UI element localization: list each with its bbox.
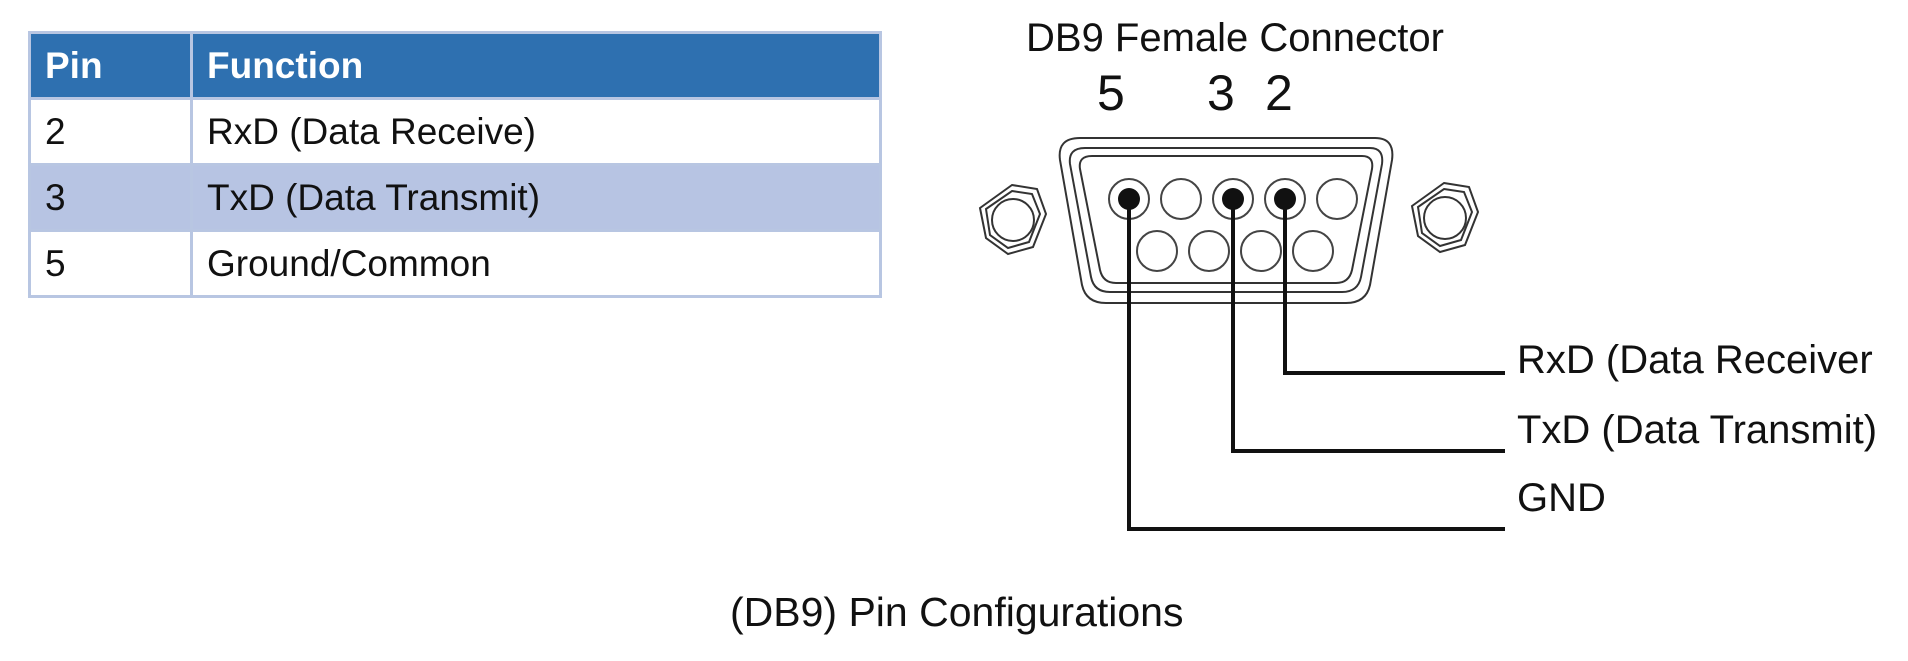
pin-hole-6 (1292, 230, 1334, 272)
table-row: 5 Ground/Common (28, 229, 882, 298)
lead-line-txd (1231, 199, 1505, 453)
signal-label-txd: TxD (Data Transmit) (1517, 408, 1878, 452)
cell-function: RxD (Data Receive) (190, 97, 882, 166)
pin-holes-bottom-row (1136, 230, 1334, 272)
signal-label-rxd: RxD (Data Receiver (1517, 338, 1873, 382)
pin-hole-1 (1316, 178, 1358, 220)
cell-function: TxD (Data Transmit) (190, 163, 882, 232)
header-pin: Pin (28, 31, 193, 100)
figure-caption: (DB9) Pin Configurations (730, 589, 1184, 635)
pin-hole-8 (1188, 230, 1230, 272)
table-row: 3 TxD (Data Transmit) (28, 163, 882, 232)
header-function: Function (190, 31, 882, 100)
pin-hole-7 (1240, 230, 1282, 272)
table-header-row: Pin Function (28, 31, 882, 100)
pin-function-table: Pin Function 2 RxD (Data Receive) 3 TxD … (28, 31, 882, 298)
connector-title: DB9 Female Connector (1026, 16, 1444, 60)
table-row: 2 RxD (Data Receive) (28, 97, 882, 166)
connector-shell (1058, 137, 1394, 304)
pin-number-label: 3 (1207, 65, 1235, 121)
pin-number-label: 2 (1265, 65, 1293, 121)
cell-pin: 3 (28, 163, 193, 232)
cell-pin: 5 (28, 229, 193, 298)
pin-hole-4 (1160, 178, 1202, 220)
left-mount-nut (978, 183, 1048, 256)
pin-number-label: 5 (1097, 65, 1125, 121)
right-mount-nut (1410, 181, 1480, 254)
pin-hole-9 (1136, 230, 1178, 272)
lead-line-gnd (1127, 199, 1505, 531)
cell-function: Ground/Common (190, 229, 882, 298)
lead-line-rxd (1283, 199, 1505, 375)
cell-pin: 2 (28, 97, 193, 166)
signal-label-gnd: GND (1517, 476, 1606, 520)
